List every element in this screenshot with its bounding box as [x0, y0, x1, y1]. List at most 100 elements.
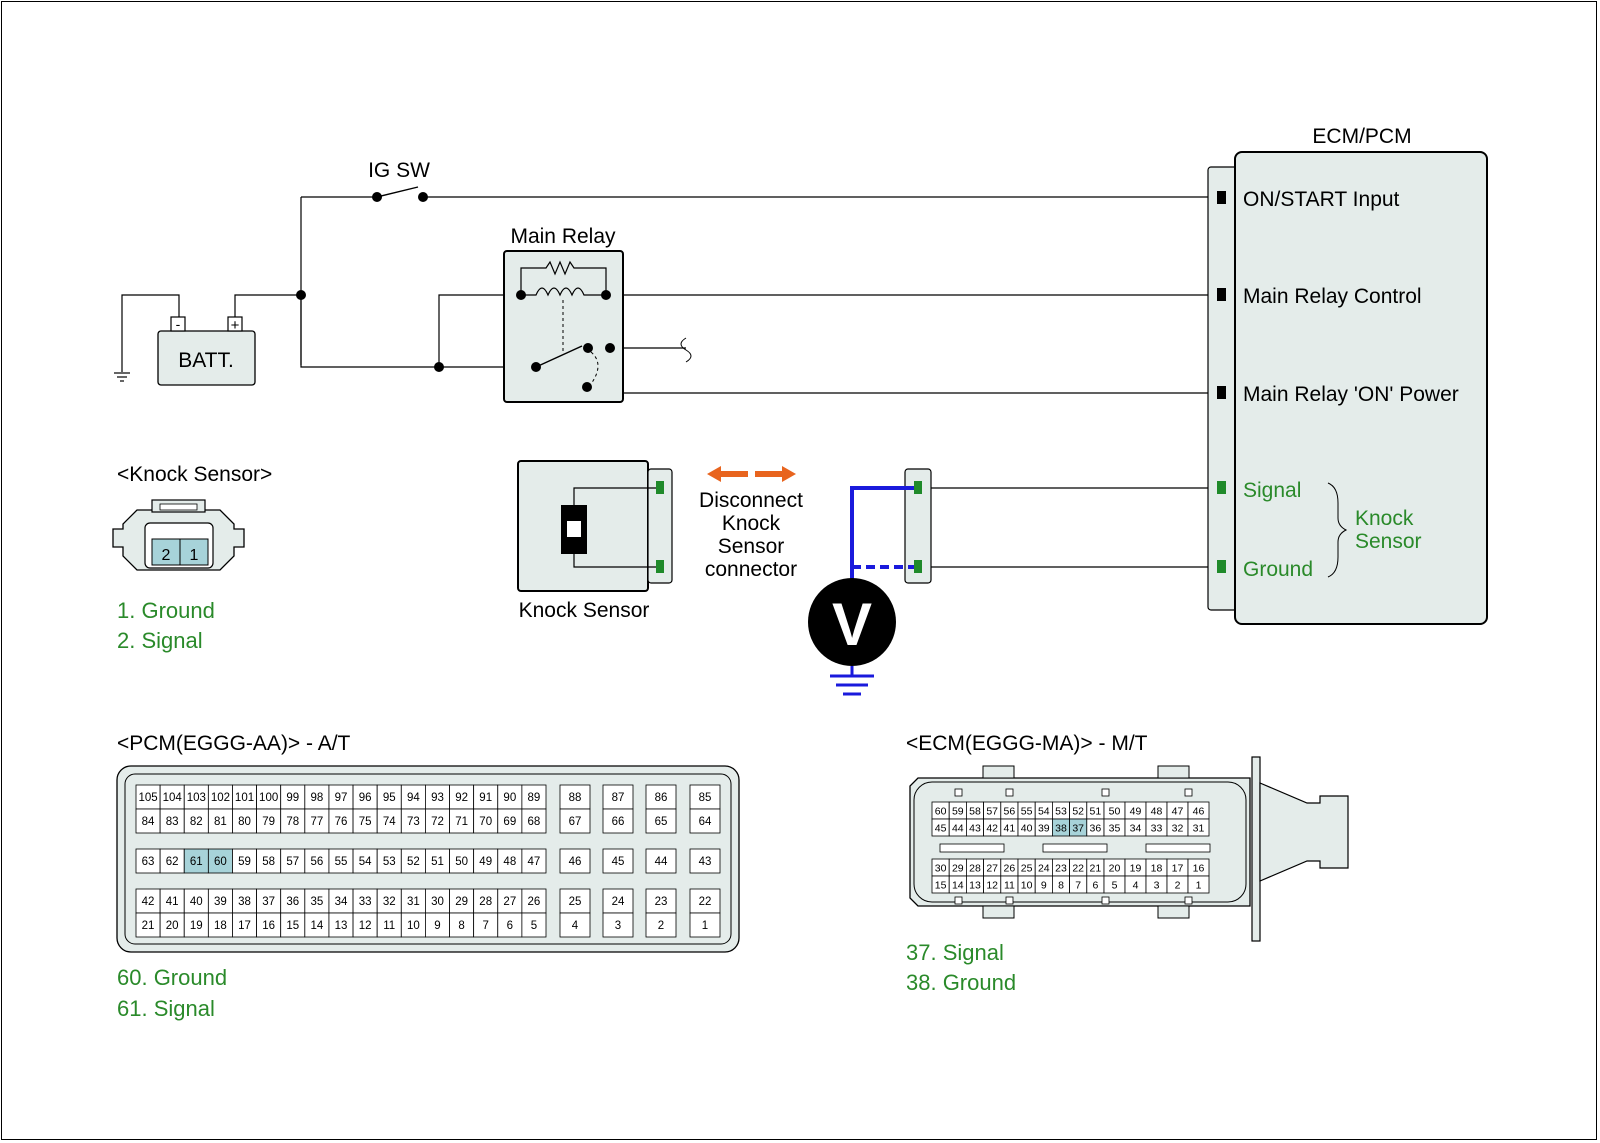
pin-cell	[328, 888, 354, 914]
pin-cell	[352, 912, 378, 938]
ecm-on-start-label: ON/START Input	[1243, 188, 1400, 211]
wire-break-mark	[680, 337, 692, 363]
pin-number: 59	[952, 806, 964, 818]
pin-number: 58	[262, 856, 275, 868]
pin-cell	[256, 888, 282, 914]
pin-number: 88	[569, 792, 582, 804]
pin-number: 85	[699, 792, 712, 804]
wire-battery-positive	[234, 294, 301, 322]
pin-cell	[689, 808, 721, 834]
pin-cell	[689, 888, 721, 914]
pin-number: 60	[214, 856, 227, 868]
pin-number: 65	[655, 816, 668, 828]
pin-number: 96	[359, 792, 372, 804]
pin-number: 32	[383, 896, 396, 908]
knock-sensor-component-label: Knock Sensor	[519, 599, 650, 622]
probe-signal-lead	[850, 486, 914, 589]
pin-number: 80	[238, 816, 251, 828]
pin-number: 92	[455, 792, 468, 804]
pin-cell	[689, 912, 721, 938]
pin-number: 51	[1090, 806, 1102, 818]
pin-cell	[497, 912, 523, 938]
pin-number: 71	[455, 816, 468, 828]
pin-cell	[159, 808, 185, 834]
pin-cell	[256, 784, 282, 810]
pin-number: 27	[986, 863, 998, 875]
pin-cell	[602, 888, 634, 914]
pcm-title: <PCM(EGGG-AA)> - A/T	[117, 732, 351, 755]
pin-cell	[521, 848, 547, 874]
pin-number: 37	[262, 896, 275, 908]
pin-number: 73	[407, 816, 420, 828]
pin-number: 89	[528, 792, 541, 804]
pin-cell	[473, 912, 499, 938]
pin-cell	[232, 848, 257, 874]
pin-cell	[159, 784, 185, 810]
pin-cell	[602, 808, 634, 834]
pin-cell	[559, 848, 591, 874]
voltmeter-letter: V	[832, 591, 872, 658]
pin-cell	[473, 808, 499, 834]
pin-cell	[280, 912, 306, 938]
pin-number: 13	[969, 880, 981, 892]
pin-number: 9	[1041, 880, 1047, 892]
pin-number: 68	[528, 816, 541, 828]
voltmeter-probes	[830, 486, 914, 696]
pin-number: 81	[214, 816, 227, 828]
pin-number: 1	[1196, 880, 1202, 892]
pin-number: 2	[658, 920, 664, 932]
pin-number: 11	[383, 920, 395, 932]
pin-number: 103	[187, 792, 206, 804]
pin-number: 42	[142, 896, 155, 908]
pin-number: 53	[383, 856, 396, 868]
pin-cell	[376, 808, 402, 834]
pin-number: 5	[531, 920, 537, 932]
pin-number: 55	[335, 856, 348, 868]
ecm-pcm-module: ECM/PCM ON/START Input Main Relay Contro…	[1207, 125, 1488, 625]
pin-cell	[689, 784, 721, 810]
pin-number: 93	[431, 792, 444, 804]
wires	[121, 196, 1220, 568]
knock-sensor-brace	[1327, 482, 1348, 578]
pin-cell	[304, 784, 330, 810]
pin-number: 25	[569, 896, 582, 908]
pin-number: 44	[952, 823, 964, 835]
pin-number: 63	[142, 856, 155, 868]
pin-number: 29	[952, 863, 964, 875]
pin-number: 33	[1151, 823, 1163, 835]
pin-number: 50	[1109, 806, 1121, 818]
pin-number: 16	[1193, 863, 1205, 875]
pin-cell	[135, 912, 161, 938]
pin-number: 28	[479, 896, 492, 908]
pin-number: 52	[407, 856, 420, 868]
main-relay-label: Main Relay	[510, 225, 616, 248]
pin-number: 86	[655, 792, 668, 804]
disconnect-indicator: Disconnect Knock Sensor connector	[699, 466, 803, 581]
pin-number: 91	[479, 792, 492, 804]
pin-number: 61	[190, 856, 203, 868]
pin-number: 38	[238, 896, 251, 908]
pin-number: 87	[612, 792, 625, 804]
pin-number: 21	[1090, 863, 1102, 875]
pin-number: 6	[507, 920, 513, 932]
pin-number: 76	[335, 816, 348, 828]
pin-number: 24	[1038, 863, 1050, 875]
pin-cell	[645, 808, 677, 834]
knock-connector-title: <Knock Sensor>	[117, 463, 272, 486]
pin-number: 47	[528, 856, 541, 868]
pin-number: 39	[214, 896, 227, 908]
disconnect-text-1: Disconnect	[699, 489, 803, 512]
pin-number: 72	[431, 816, 444, 828]
pin-number: 45	[935, 823, 947, 835]
pin-number: 57	[286, 856, 299, 868]
pin-number: 78	[286, 816, 299, 828]
pin-number: 55	[1021, 806, 1033, 818]
knock-connector-pin-2: 2	[162, 547, 171, 564]
pin-cell	[304, 808, 330, 834]
ecm-pcm-title: ECM/PCM	[1312, 125, 1411, 148]
